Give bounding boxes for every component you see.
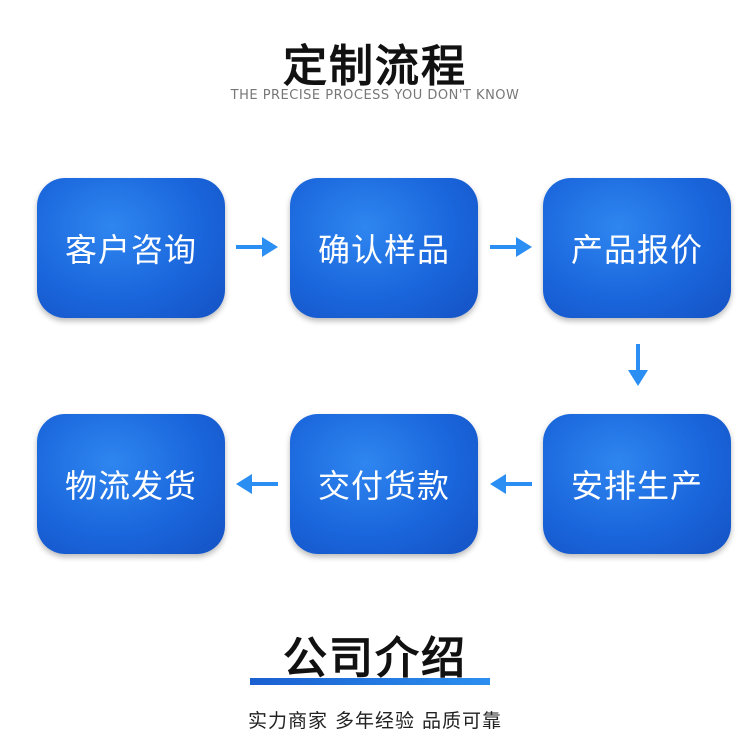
step-customer-consultation: 客户咨询 <box>37 178 225 318</box>
arrow-right-icon <box>490 237 532 257</box>
step-label: 交付货款 <box>317 467 450 505</box>
arrow-left-icon <box>236 474 278 494</box>
step-delivery-payment: 交付货款 <box>290 414 478 554</box>
process-subtitle: THE PRECISE PROCESS YOU DON'T KNOW <box>230 88 520 103</box>
step-confirm-sample: 确认样品 <box>290 178 478 318</box>
company-tagline: 实力商家 多年经验 品质可靠 <box>247 710 503 732</box>
arrow-right-icon <box>236 237 278 257</box>
arrow-left-icon <box>490 474 532 494</box>
step-label: 确认样品 <box>317 231 450 269</box>
step-logistics-shipping: 物流发货 <box>37 414 225 554</box>
step-label: 物流发货 <box>64 467 197 505</box>
arrow-down-icon <box>628 344 648 386</box>
step-arrange-production: 安排生产 <box>543 414 731 554</box>
step-label: 产品报价 <box>570 231 703 269</box>
process-title: 定制流程 <box>283 41 467 92</box>
step-label: 安排生产 <box>570 467 703 505</box>
title-underline <box>250 678 490 685</box>
step-label: 客户咨询 <box>64 231 197 269</box>
step-product-quote: 产品报价 <box>543 178 731 318</box>
company-intro-title: 公司介绍 <box>283 633 467 684</box>
